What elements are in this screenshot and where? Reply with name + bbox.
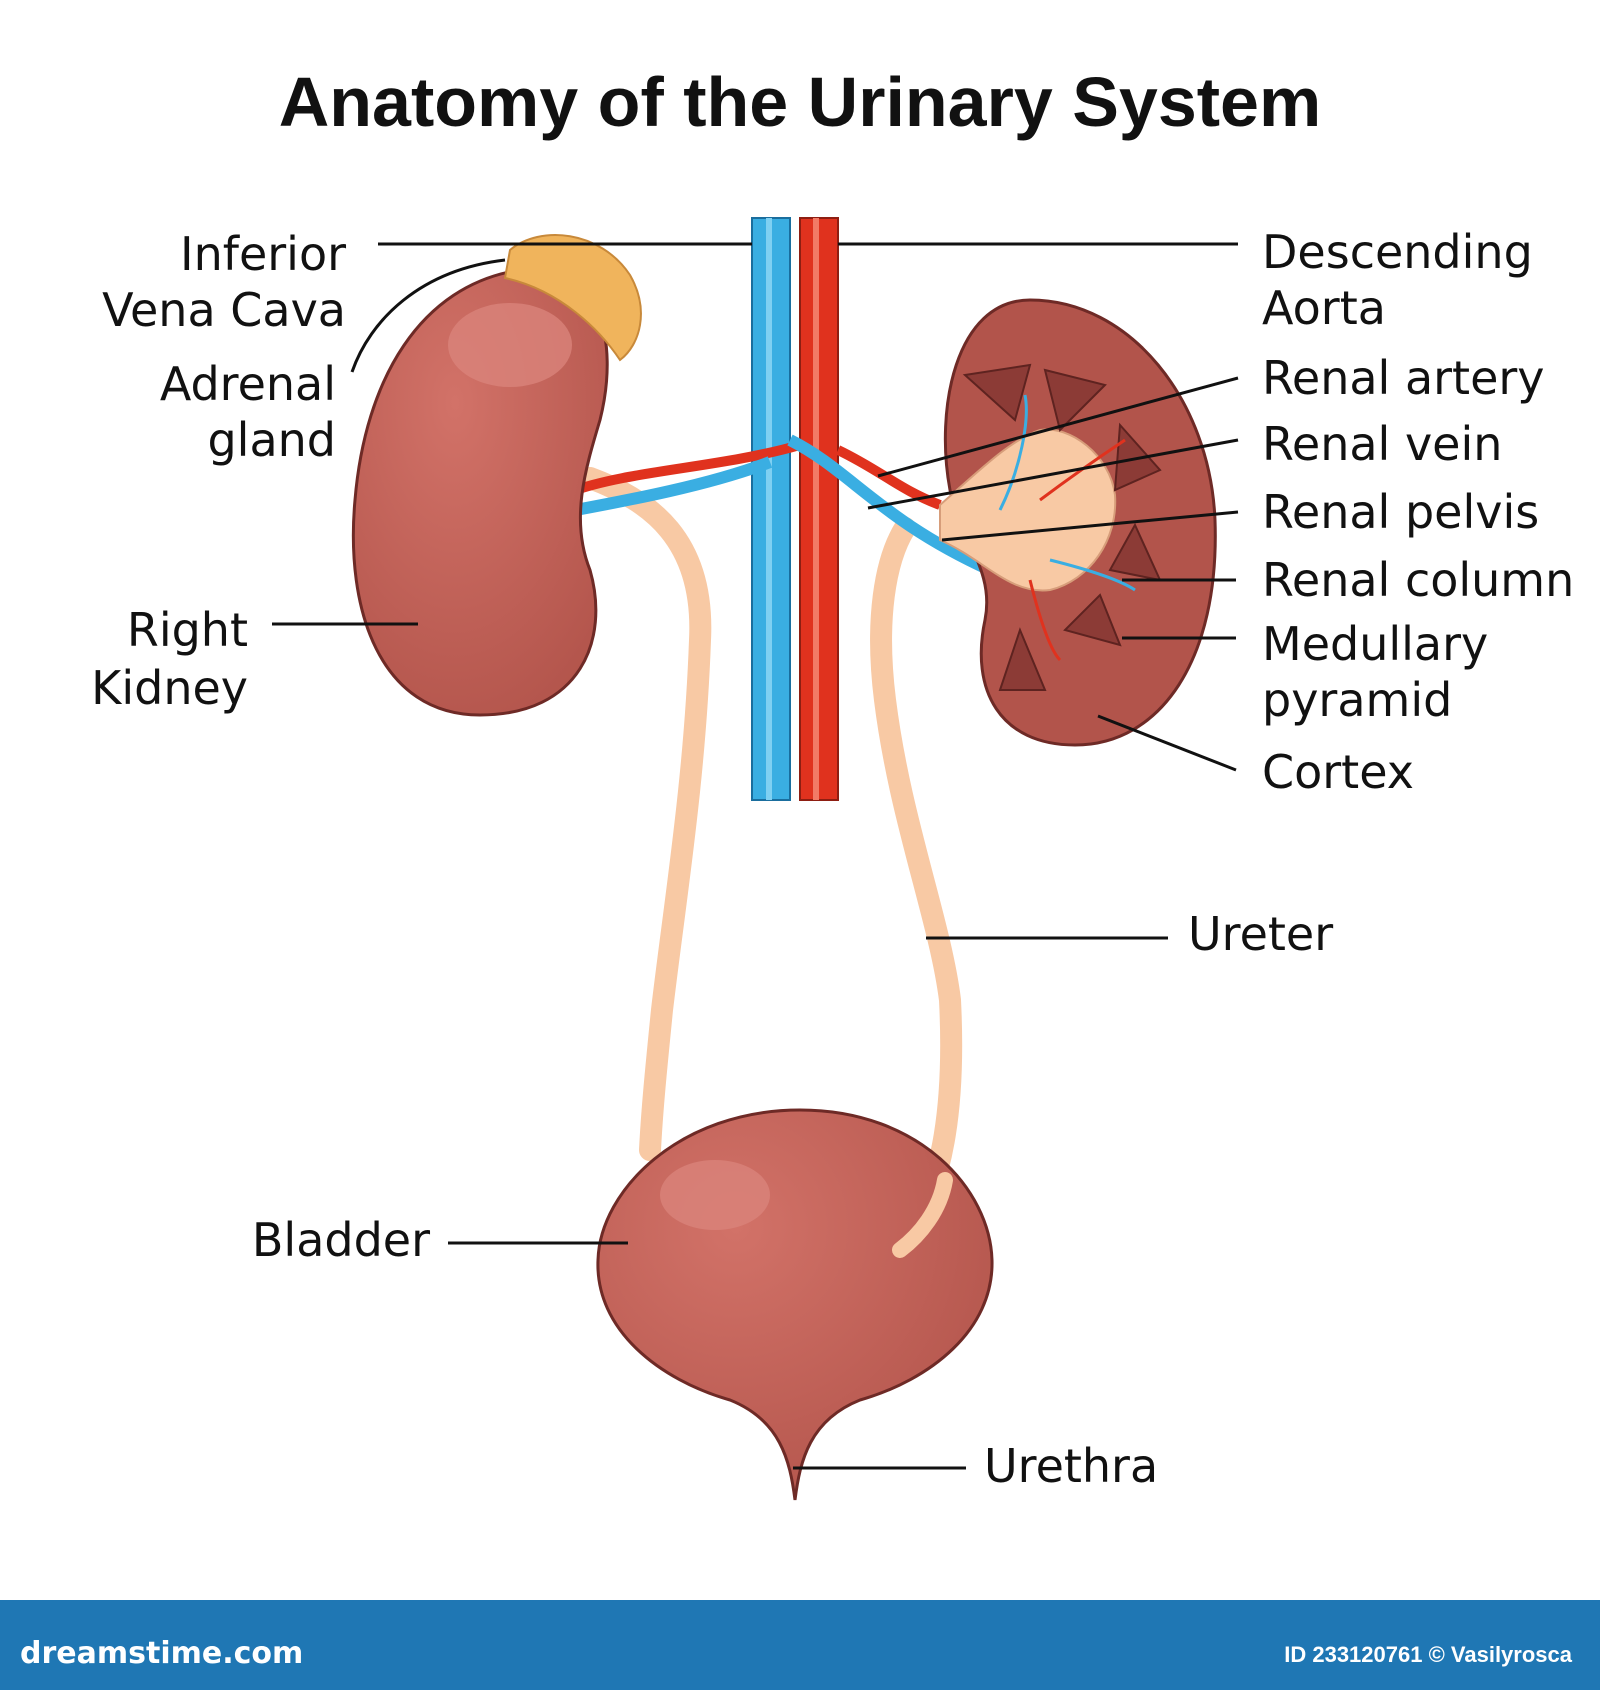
left-ureter <box>870 517 963 1251</box>
aorta-highlight <box>813 218 819 800</box>
right-ureter <box>579 467 712 1161</box>
footer-bar <box>0 1600 1600 1690</box>
label-renal-pelvis: Renal pelvis <box>1262 485 1539 539</box>
ureter-bladder-entry <box>892 1172 953 1258</box>
page-title: Anatomy of the Urinary System <box>279 63 1321 141</box>
leader-lines <box>272 242 1239 1470</box>
label-ureter: Ureter <box>1188 907 1333 961</box>
right-renal-artery <box>568 440 802 497</box>
label-bladder: Bladder <box>252 1213 430 1267</box>
left-renal-artery <box>835 445 942 510</box>
label-descending-aorta-line2: Aorta <box>1262 281 1386 335</box>
label-medullary-pyramid-line2: pyramid <box>1262 673 1452 727</box>
label-cortex: Cortex <box>1262 745 1414 799</box>
adrenal-gland-shape <box>503 234 642 362</box>
vena-cava-highlight <box>766 218 772 800</box>
label-right-kidney-line1: Right <box>127 603 248 657</box>
label-medullary-pyramid-line1: Medullary <box>1262 617 1488 671</box>
label-renal-vein: Renal vein <box>1262 417 1502 471</box>
label-right-kidney-line2: Kidney <box>91 661 248 715</box>
label-renal-column: Renal column <box>1262 553 1574 607</box>
label-urethra: Urethra <box>984 1439 1158 1493</box>
label-inferior-vena-cava-line1: Inferior <box>180 227 346 281</box>
right-kidney-shape <box>351 267 609 717</box>
kidney-branch-vessels <box>998 394 1136 662</box>
label-renal-artery: Renal artery <box>1262 351 1545 405</box>
footer-site-name[interactable]: dreamstime.com <box>20 1636 303 1671</box>
bladder-highlight <box>660 1160 770 1230</box>
left-renal-vein <box>787 434 993 576</box>
footer-image-credit: ID 233120761 © Vasilyrosca <box>1284 1642 1573 1667</box>
right-kidney-highlight <box>448 303 572 387</box>
label-adrenal-gland-line2: gland <box>207 413 336 467</box>
label-descending-aorta-line1: Descending <box>1262 225 1533 279</box>
right-renal-vein <box>563 456 773 518</box>
label-inferior-vena-cava-line2: Vena Cava <box>102 283 346 337</box>
label-adrenal-gland-line1: Adrenal <box>160 357 336 411</box>
bladder-shape <box>596 1108 994 1501</box>
